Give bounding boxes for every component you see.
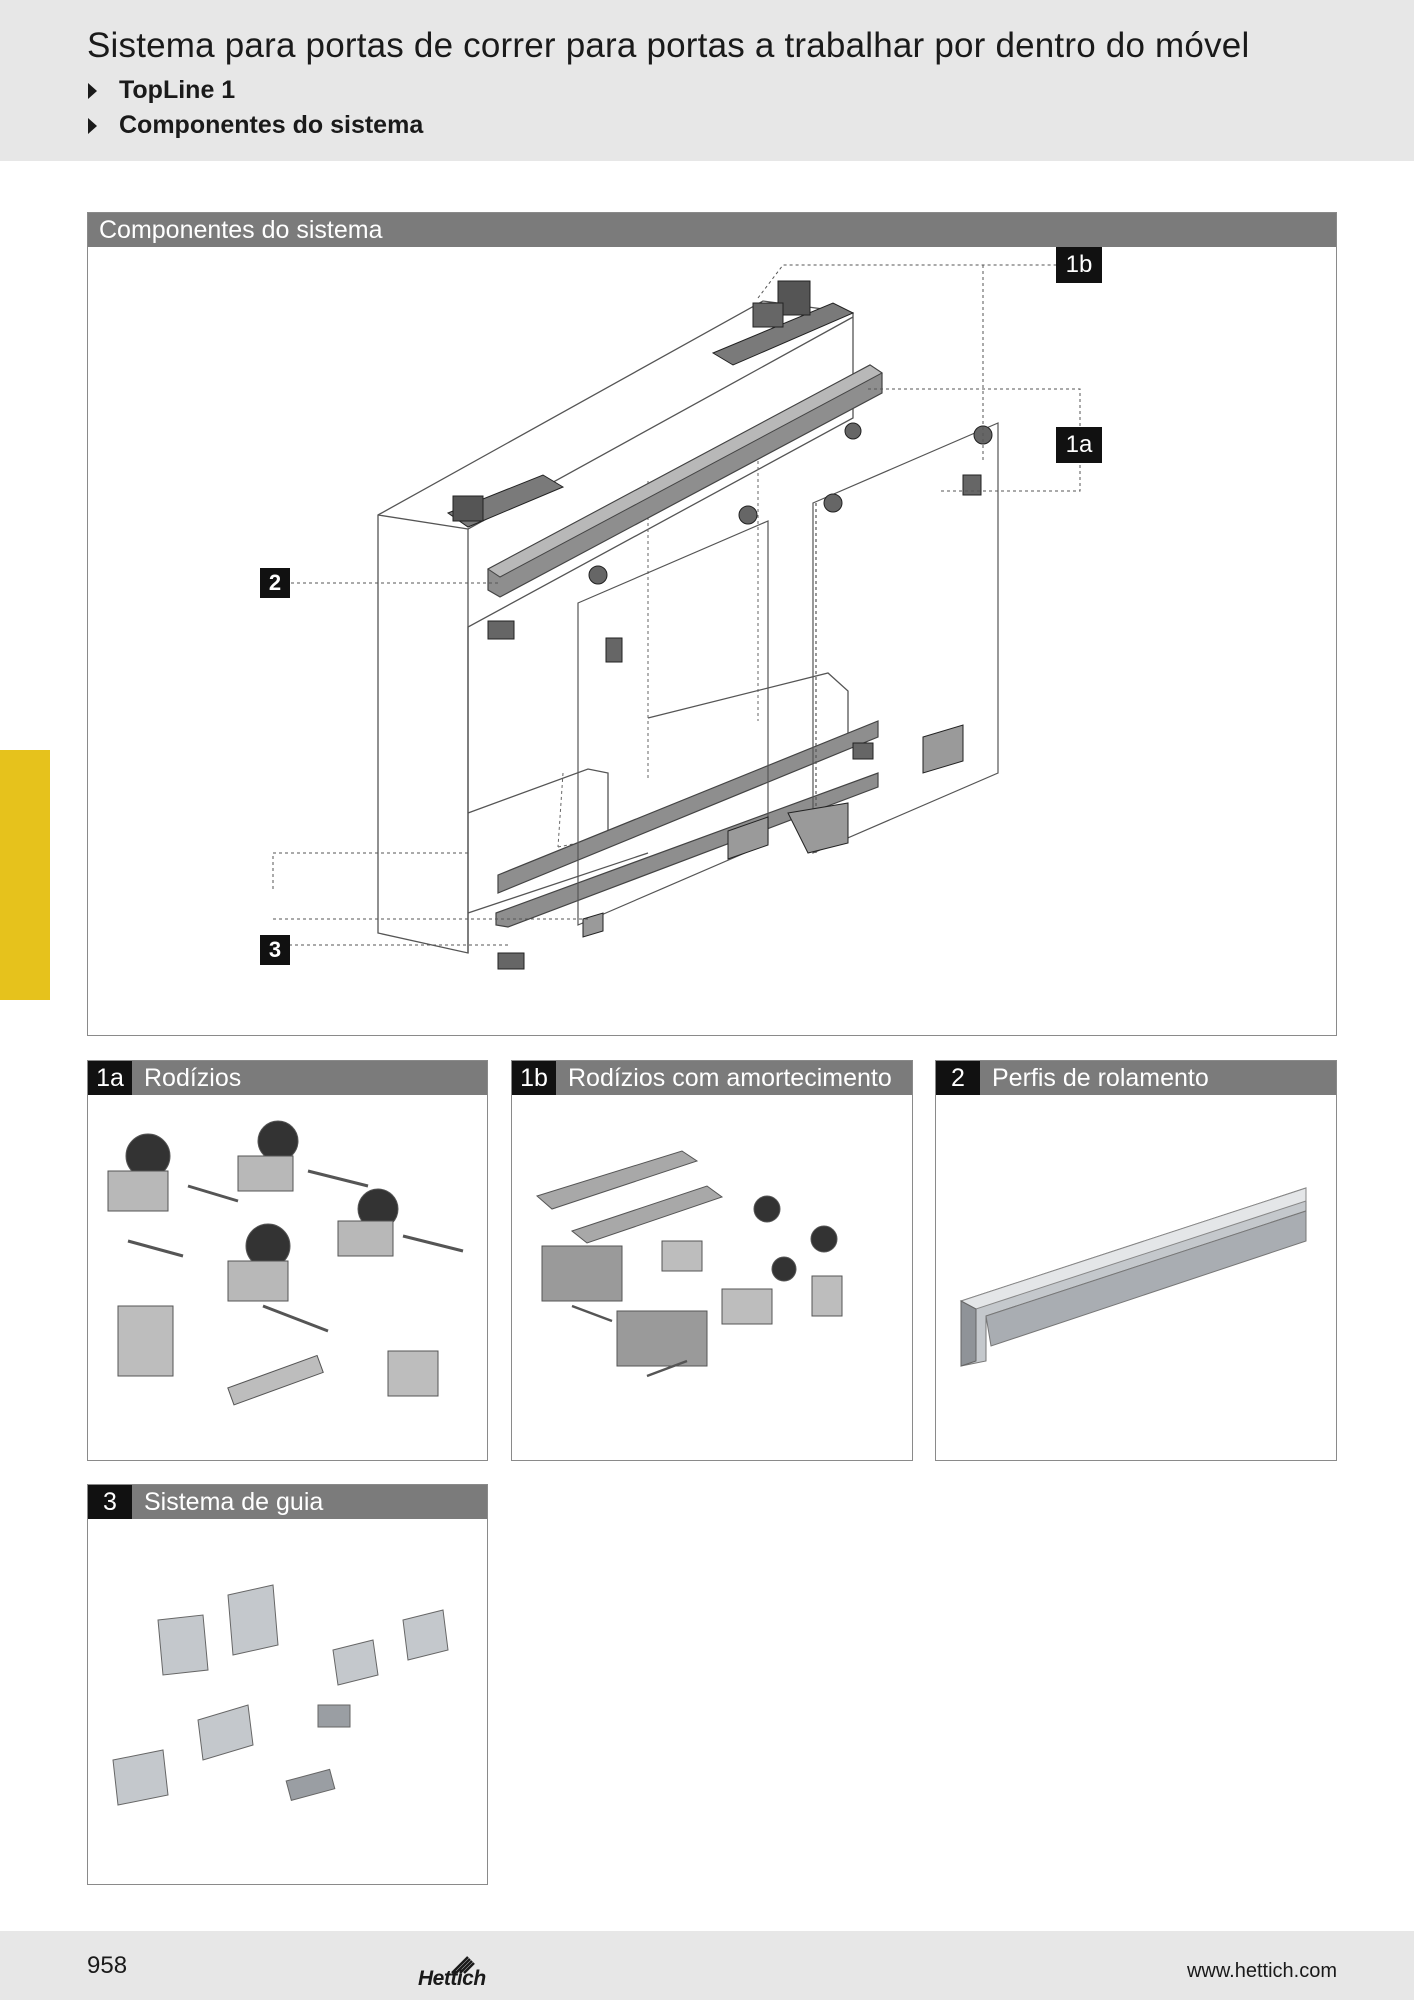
callout-1a: 1a [1056, 427, 1102, 463]
panel-number: 2 [936, 1061, 980, 1095]
breadcrumb-item-topline[interactable]: TopLine 1 [88, 76, 235, 105]
breadcrumb-label: Componentes do sistema [119, 111, 424, 139]
page-title: Sistema para portas de correr para porta… [87, 26, 1250, 65]
system-components-panel: Componentes do sistema [87, 212, 1337, 1036]
cabinet-exploded-diagram [272, 264, 1081, 970]
panel-header: 1b Rodízios com amortecimento [512, 1061, 912, 1095]
logo-mark-icon [451, 1956, 475, 1974]
panel-title: Sistema de guia [144, 1487, 324, 1516]
callout-2: 2 [260, 568, 290, 598]
logo-text: Hettich [418, 1967, 486, 1990]
panel-title: Rodízios [144, 1063, 242, 1092]
panel-header: 3 Sistema de guia [88, 1485, 487, 1519]
damped-rollers-photo [535, 1150, 843, 1378]
caret-right-icon [88, 117, 97, 134]
panel-number: 1a [88, 1061, 132, 1095]
panel-number: 3 [88, 1485, 132, 1519]
panel-perfis-rolamento: 2 Perfis de rolamento [935, 1060, 1337, 1461]
panel-rodizios: 1a Rodízios [87, 1060, 488, 1461]
callout-1b: 1b [1056, 247, 1102, 283]
guide-system-photo [112, 1584, 449, 1806]
panel-title: Componentes do sistema [99, 215, 383, 244]
panel-header: 1a Rodízios [88, 1061, 487, 1095]
panel-sistema-guia: 3 Sistema de guia [87, 1484, 488, 1885]
panel-header: 2 Perfis de rolamento [936, 1061, 1336, 1095]
panel-header: Componentes do sistema [88, 213, 1336, 247]
page-footer [0, 1931, 1414, 2000]
footer-url[interactable]: www.hettich.com [1186, 1960, 1337, 1982]
panel-rodizios-amortecimento: 1b Rodízios com amortecimento [511, 1060, 913, 1461]
hettich-logo[interactable]: Hettich [418, 1951, 490, 1991]
page-header: Sistema para portas de correr para porta… [0, 0, 1414, 161]
rollers-photo [107, 1120, 464, 1406]
panel-title: Rodízios com amortecimento [568, 1063, 892, 1092]
breadcrumb-label: TopLine 1 [119, 76, 236, 104]
panel-title: Perfis de rolamento [992, 1063, 1209, 1092]
caret-right-icon [88, 82, 97, 99]
section-marker-tab [0, 750, 50, 1000]
panel-number: 1b [512, 1061, 556, 1095]
running-profile-photo [959, 1187, 1307, 1367]
callout-3: 3 [260, 935, 290, 965]
page-number: 958 [87, 1952, 128, 1979]
breadcrumb-item-componentes[interactable]: Componentes do sistema [88, 111, 423, 140]
